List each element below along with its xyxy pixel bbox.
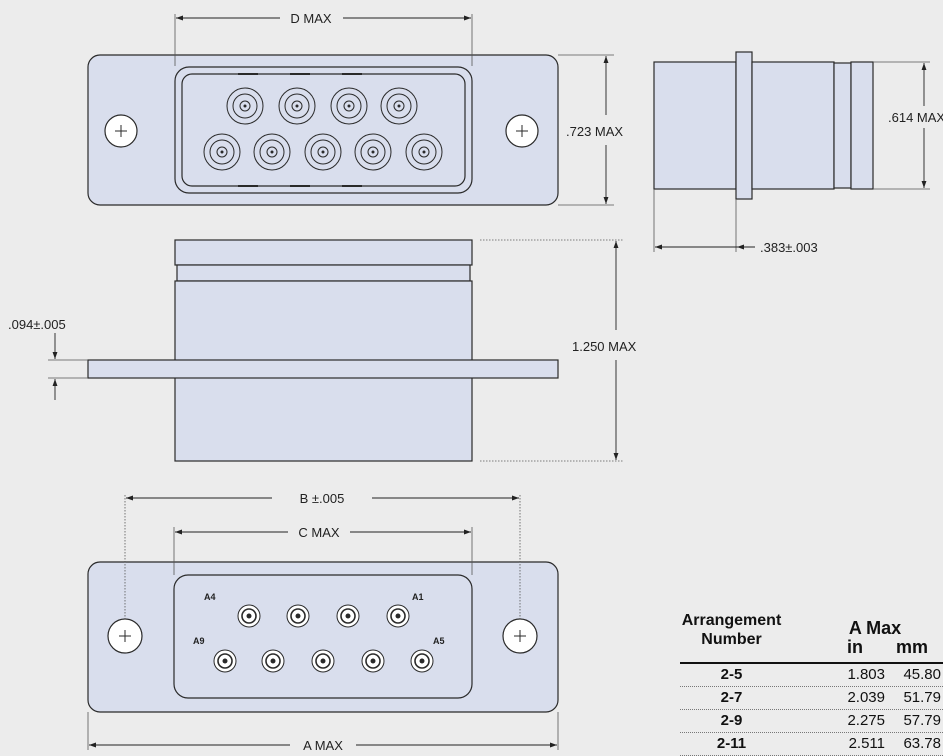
- profile-step: [176, 264, 471, 282]
- rear-mounting-hole-left: [107, 618, 143, 654]
- front-contact: [405, 133, 443, 171]
- dim-614-max: .614 MAX: [888, 110, 943, 125]
- rear-contact: [361, 649, 385, 673]
- rear-mounting-hole-right: [502, 618, 538, 654]
- table-row: 2-11 2.511 63.78: [680, 733, 943, 756]
- rear-contact: [261, 649, 285, 673]
- profile-view: .094±.005 1.250 MAX: [8, 239, 637, 462]
- arrangement-table: Arrangement Number A Max in mm 2-5 1.803…: [680, 612, 943, 756]
- front-contact: [278, 87, 316, 125]
- cell-mm: 57.79: [903, 712, 941, 729]
- pin-label-a5: A5: [433, 636, 445, 646]
- side-body-front: [653, 61, 737, 190]
- dim-a-max: A MAX: [303, 738, 343, 753]
- pin-label-a9: A9: [193, 636, 205, 646]
- table-row: 2-5 1.803 45.80: [680, 664, 943, 687]
- cell-mm: 45.80: [903, 666, 941, 683]
- header-mm: mm: [895, 637, 928, 657]
- front-contact: [203, 133, 241, 171]
- dim-b-005: B ±.005: [300, 491, 345, 506]
- front-contact: [330, 87, 368, 125]
- side-flange: [735, 51, 753, 200]
- side-body-rear: [751, 61, 835, 190]
- rear-contact: [286, 604, 310, 628]
- rear-contact: [410, 649, 434, 673]
- dim-383: .383±.003: [760, 240, 818, 255]
- cell-in: 2.275: [847, 712, 885, 729]
- table-row: 2-7 2.039 51.79: [680, 687, 943, 710]
- rear-contact: [237, 604, 261, 628]
- cell-in: 2.511: [848, 735, 885, 752]
- dim-1250-max: 1.250 MAX: [572, 339, 637, 354]
- header-number: Number: [701, 631, 762, 648]
- dim-723-max: .723 MAX: [566, 124, 623, 139]
- rear-contact: [386, 604, 410, 628]
- front-contact: [354, 133, 392, 171]
- dim-c-max: C MAX: [298, 525, 340, 540]
- cell-arrangement: 2-5: [720, 666, 743, 683]
- front-contact: [253, 133, 291, 171]
- rear-contact: [213, 649, 237, 673]
- table-row: 2-9 2.275 57.79: [680, 710, 943, 733]
- side-view: .614 MAX .383±.003: [653, 51, 943, 255]
- side-ring-1: [833, 62, 852, 189]
- dim-d-max: D MAX: [290, 11, 332, 26]
- cell-arrangement: 2-7: [720, 689, 743, 706]
- cell-in: 1.803: [847, 666, 885, 683]
- pin-label-a1: A1: [412, 592, 424, 602]
- pin-label-a4: A4: [204, 592, 216, 602]
- cell-arrangement: 2-11: [716, 735, 747, 752]
- header-arrangement: Arrangement: [681, 612, 782, 629]
- rear-contact: [311, 649, 335, 673]
- front-contact: [226, 87, 264, 125]
- front-contact: [380, 87, 418, 125]
- rear-contact: [336, 604, 360, 628]
- profile-flange: [87, 359, 559, 379]
- side-ring-2: [850, 61, 874, 190]
- cell-arrangement: 2-9: [720, 712, 743, 729]
- front-mounting-hole-left: [104, 114, 138, 148]
- header-in: in: [847, 637, 863, 657]
- rear-insert: [173, 574, 473, 699]
- dim-094: .094±.005: [8, 317, 66, 332]
- front-view: D MAX .723 MAX: [87, 11, 623, 206]
- cell-mm: 51.79: [903, 689, 941, 706]
- front-mounting-hole-right: [505, 114, 539, 148]
- cell-mm: 63.78: [903, 735, 941, 752]
- cell-in: 2.039: [847, 689, 885, 706]
- front-contact: [304, 133, 342, 171]
- profile-cap: [174, 239, 473, 266]
- table-header: Arrangement Number A Max in mm: [680, 612, 943, 664]
- rear-view: A4 A1 A9 A5 B ±.005 C MAX A MAX: [87, 491, 559, 753]
- header-a-max: A Max: [848, 618, 902, 638]
